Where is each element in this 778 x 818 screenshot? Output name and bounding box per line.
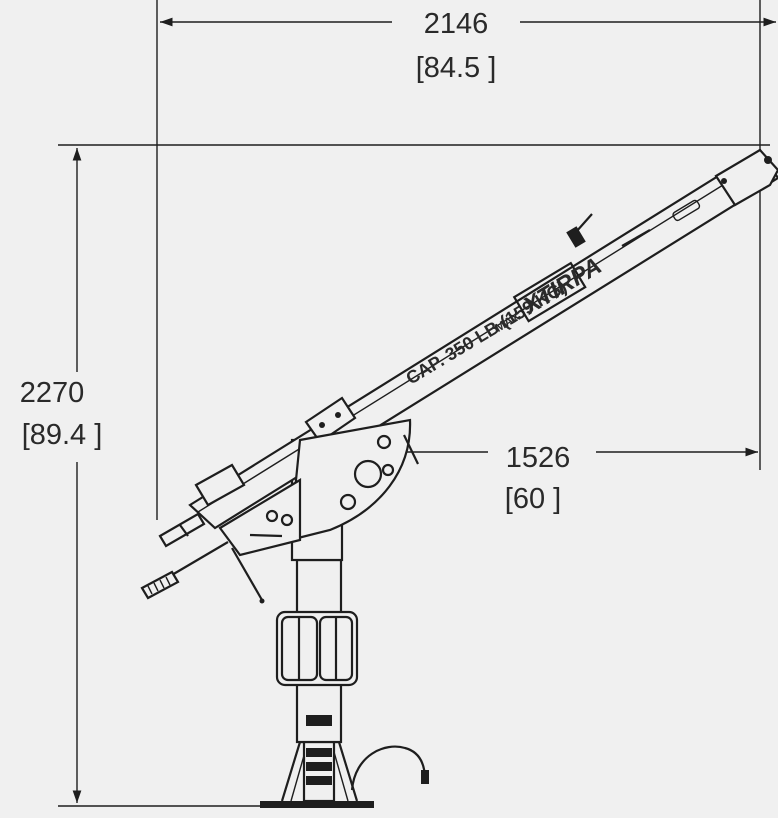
rear-bracket-hole-2 (280, 513, 294, 527)
mast-label-block (306, 715, 332, 726)
overall-height-inches: [89.4 ] (22, 419, 103, 451)
base-leg-inner (290, 751, 349, 802)
hinge-plate (304, 396, 357, 444)
overall-reach-inches: [84.5 ] (416, 52, 497, 84)
quadrant-lock-pin (403, 434, 419, 465)
tail-clamp (179, 524, 189, 537)
pin-handle (575, 213, 593, 233)
quadrant-hole-3 (381, 463, 395, 477)
boom-tail (158, 512, 206, 548)
rear-hinge-plate (194, 463, 246, 507)
release-cord (231, 547, 263, 601)
crank-grip-ridges (147, 576, 171, 595)
socket-band-2 (306, 762, 332, 771)
boom-arm: CAP. 350 LB (159 KG) MAX XTIRPA (140, 148, 778, 604)
model-label-box (512, 261, 587, 323)
hinge-bolt-1 (319, 422, 325, 428)
boom-inner-line (197, 161, 761, 513)
tip-pin (764, 156, 772, 164)
crank-grip (140, 570, 180, 600)
quadrant-hole-large (353, 459, 383, 489)
rear-bracket-hole-1 (265, 509, 279, 523)
socket-band-3 (306, 776, 332, 785)
rear-bracket-bar (249, 533, 283, 538)
dimension-boom-reach: 1526 [60 ] (321, 145, 761, 515)
hinge-bolt-2 (335, 412, 341, 418)
tip-bolt (721, 178, 727, 184)
dimension-overall-reach: 2146 [84.5 ] (156, 0, 776, 520)
boom-reach-inches: [60 ] (505, 483, 561, 515)
quadrant-plate (288, 418, 412, 542)
release-cord-end (259, 598, 265, 604)
base-plate (260, 801, 374, 808)
dimension-overall-height: 2270 [89.4 ] (20, 144, 770, 807)
socket-band-1 (306, 748, 332, 757)
boom-slot-line (621, 229, 651, 247)
boom-reach-mm: 1526 (506, 442, 571, 474)
cable-loop (350, 745, 427, 791)
boom-label-group: CAP. 350 LB (159 KG) MAX XTIRPA (402, 252, 606, 388)
pin-body (566, 226, 586, 248)
overall-reach-mm: 2146 (424, 8, 489, 40)
boom-tip-head (714, 148, 778, 207)
overall-height-mm: 2270 (20, 377, 85, 409)
sheave-slot (672, 199, 701, 222)
cable-end (421, 770, 429, 784)
quadrant-hole-2 (376, 434, 392, 450)
quadrant-hole-1 (339, 493, 357, 511)
